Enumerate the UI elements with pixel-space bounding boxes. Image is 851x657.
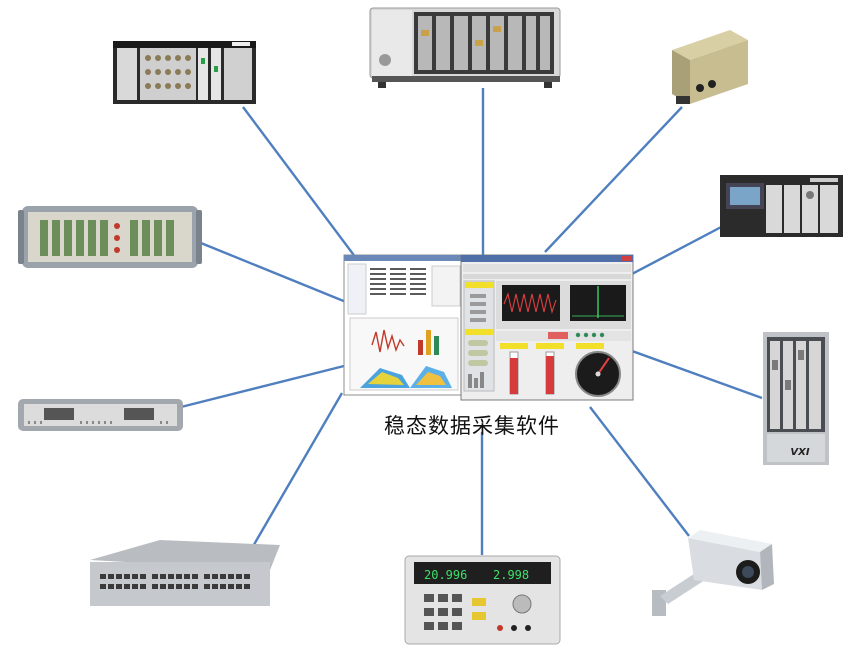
terminal-strip-icon	[18, 399, 183, 431]
ip-camera-icon	[652, 530, 774, 616]
software-title: 稳态数据采集软件	[384, 414, 560, 438]
current-display: 2.998	[493, 568, 529, 582]
connection-lines	[180, 88, 763, 555]
signal-conditioner-icon	[18, 206, 202, 268]
connector-pxi-chassis-small	[242, 106, 357, 259]
connector-vxi-mainframe	[631, 349, 763, 400]
connector-ip-camera	[589, 406, 690, 537]
software-screenshot	[343, 254, 634, 401]
pxi-chassis-small-icon	[113, 41, 256, 104]
ethernet-switch-icon	[90, 540, 280, 606]
connector-ethernet-switch	[250, 392, 344, 549]
vxi-label: VXI	[790, 447, 809, 458]
sensor-box-icon	[672, 30, 748, 104]
vxi-mainframe-icon: VXI	[763, 332, 829, 465]
connector-rack-module	[629, 223, 726, 277]
connector-sensor-box	[544, 106, 683, 253]
rack-module-icon	[720, 175, 843, 237]
power-supply-icon: 20.996 2.998	[404, 555, 561, 645]
ni-pxi-chassis-large-icon	[369, 7, 561, 88]
voltage-display: 20.996	[424, 568, 467, 582]
connector-signal-conditioner	[195, 239, 347, 304]
connector-terminal-strip	[180, 364, 345, 409]
